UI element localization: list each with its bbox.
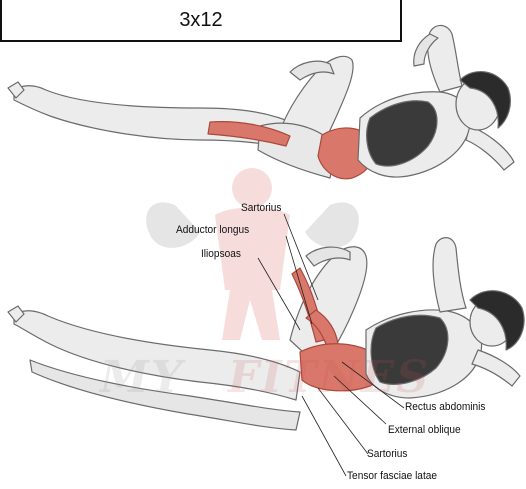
label-rectus-abdominis: Rectus abdominis	[405, 401, 485, 413]
label-sartorius-bottom: Sartorius	[367, 448, 408, 460]
label-iliopsoas: Iliopsoas	[201, 248, 241, 260]
sets-reps-text: 3x12	[179, 9, 222, 32]
top-figure	[8, 25, 514, 178]
watermark-text-left: MY	[100, 352, 184, 403]
watermark-text-right: FITNES	[228, 352, 430, 403]
label-adductor-longus: Adductor longus	[176, 224, 249, 236]
label-external-oblique: External oblique	[388, 424, 461, 436]
label-sartorius-top: Sartorius	[241, 202, 282, 214]
sets-reps-caption: 3x12	[0, 0, 402, 42]
label-tensor-fasciae-latae: Tensor fasciae latae	[347, 470, 437, 482]
